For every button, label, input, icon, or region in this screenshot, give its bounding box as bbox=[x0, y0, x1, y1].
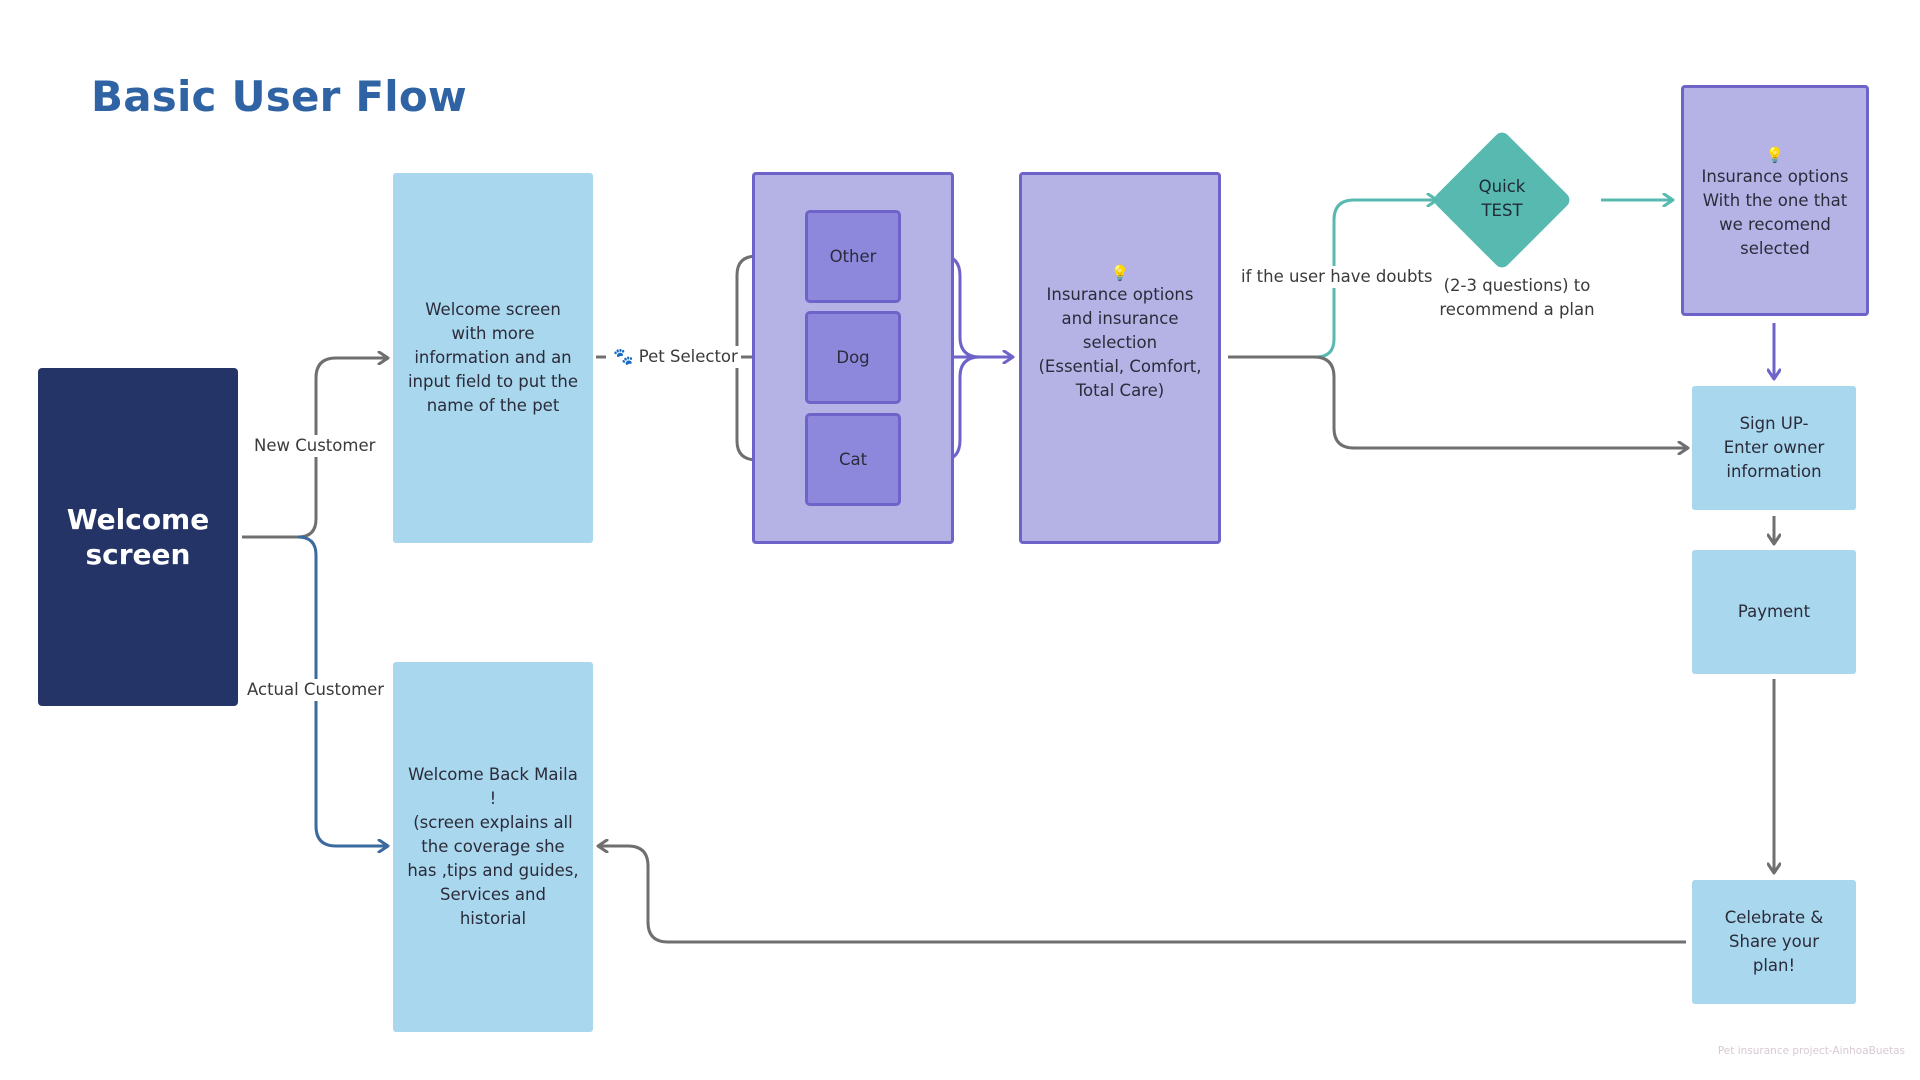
quick-test-label: Quick TEST bbox=[1478, 177, 1526, 220]
welcome-screen-node: Welcome screen bbox=[38, 368, 238, 706]
diagram-title: Basic User Flow bbox=[91, 72, 467, 121]
welcome-new-label: Welcome screen with more information and… bbox=[407, 300, 579, 415]
pet-option-cat-label: Cat bbox=[838, 450, 868, 469]
lightbulb-icon: 💡 bbox=[1765, 145, 1785, 164]
edge-celebrate-to-back bbox=[598, 846, 1686, 944]
insurance-selection-node: 💡 Insurance options and insurance select… bbox=[1019, 172, 1221, 544]
pet-option-dog-label: Dog bbox=[836, 348, 870, 367]
welcome-new-node: Welcome screen with more information and… bbox=[393, 173, 593, 543]
quick-test-note: (2-3 questions) to recommend a plan bbox=[1439, 276, 1595, 319]
pet-option-dog: Dog bbox=[805, 311, 901, 404]
sign-up-label: Sign UP- Enter owner information bbox=[1723, 414, 1825, 481]
actual-customer-label: Actual Customer bbox=[244, 679, 388, 701]
lightbulb-icon: 💡 bbox=[1110, 264, 1130, 282]
pet-selector-text: Pet Selector bbox=[638, 347, 738, 366]
pet-option-other: Other bbox=[805, 210, 901, 303]
insurance-recommended-label: Insurance options With the one that we r… bbox=[1701, 166, 1849, 258]
welcome-back-label: Welcome Back Maila ! (screen explains al… bbox=[407, 765, 579, 928]
edge-welcome-to-back bbox=[297, 535, 388, 846]
welcome-screen-label: Welcome screen bbox=[66, 503, 210, 571]
new-customer-label: New Customer bbox=[251, 435, 379, 457]
insurance-selection-label: Insurance options and insurance selectio… bbox=[1038, 285, 1202, 400]
pet-option-other-label: Other bbox=[829, 247, 877, 266]
welcome-back-node: Welcome Back Maila ! (screen explains al… bbox=[393, 662, 593, 1032]
payment-label: Payment bbox=[1737, 602, 1811, 621]
sign-up-node: Sign UP- Enter owner information bbox=[1692, 386, 1856, 510]
insurance-recommended-node: 💡 Insurance options With the one that we… bbox=[1681, 85, 1869, 316]
doubts-label: if the user have doubts bbox=[1238, 266, 1436, 288]
paw-icon: 🐾 bbox=[613, 347, 634, 366]
footer-credit: Pet insurance project-AinhoaBuetas bbox=[1717, 1045, 1905, 1057]
pet-selector-label: 🐾 Pet Selector bbox=[610, 346, 741, 368]
celebrate-node: Celebrate & Share your plan! bbox=[1692, 880, 1856, 1004]
celebrate-label: Celebrate & Share your plan! bbox=[1724, 908, 1824, 975]
edge-insurance-to-signup bbox=[1228, 355, 1688, 448]
pet-option-cat: Cat bbox=[805, 413, 901, 506]
payment-node: Payment bbox=[1692, 550, 1856, 674]
